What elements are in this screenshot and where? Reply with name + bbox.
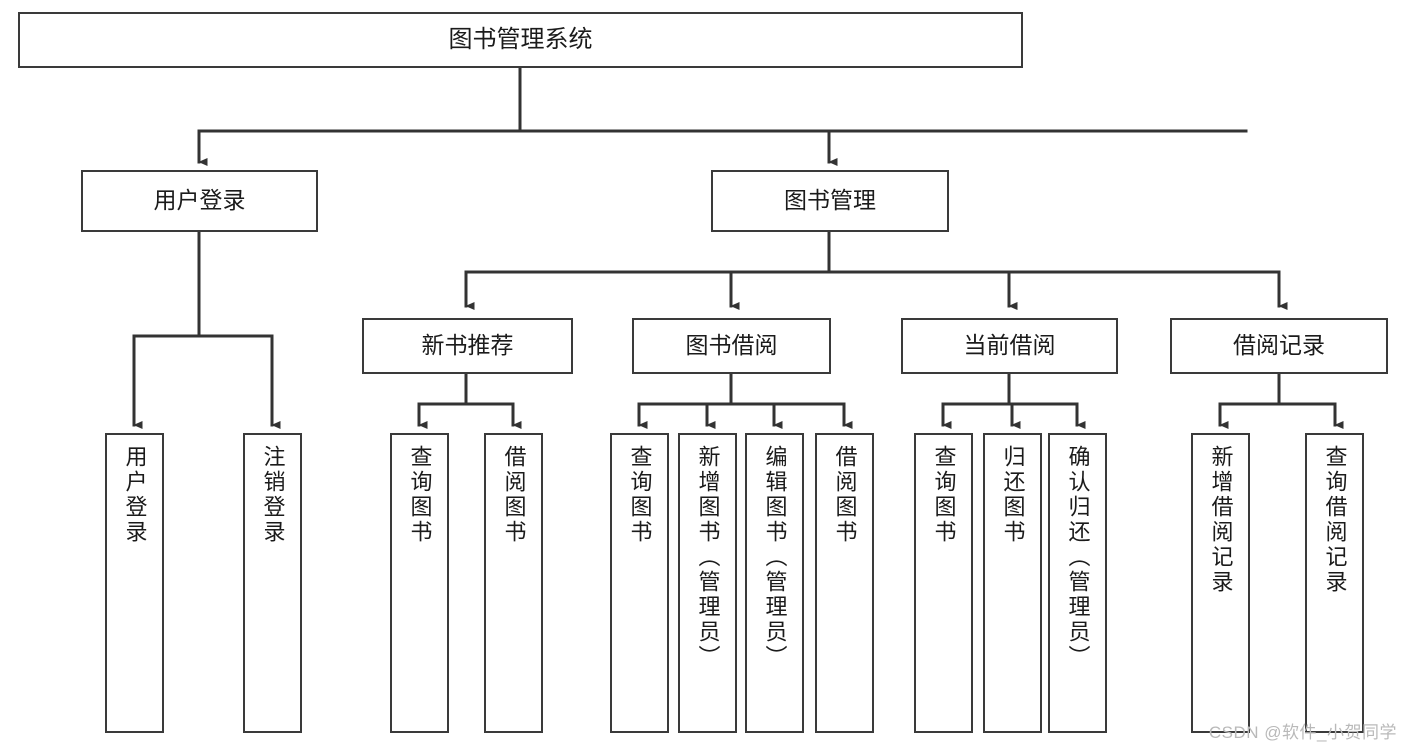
node-new-book-recommend-label: 新书推荐 xyxy=(421,332,514,359)
node-new-book-recommend[interactable]: 新书推荐 xyxy=(362,318,573,374)
node-leaf-edit-book-label: 编辑图书（管理员） xyxy=(762,445,788,670)
node-leaf-query-book-2[interactable]: 查询图书 xyxy=(610,433,669,733)
node-leaf-borrow-book-1-label: 借阅图书 xyxy=(501,445,527,545)
node-current-borrow[interactable]: 当前借阅 xyxy=(901,318,1118,374)
node-leaf-logout-label: 注销登录 xyxy=(260,445,286,545)
node-leaf-return-book[interactable]: 归还图书 xyxy=(983,433,1042,733)
node-book-manage-label: 图书管理 xyxy=(784,187,876,214)
node-leaf-query-book-3[interactable]: 查询图书 xyxy=(914,433,973,733)
node-leaf-return-book-label: 归还图书 xyxy=(1000,445,1026,545)
node-root[interactable]: 图书管理系统 xyxy=(18,12,1023,68)
node-leaf-user-login-label: 用户登录 xyxy=(122,445,148,545)
node-leaf-edit-book[interactable]: 编辑图书（管理员） xyxy=(745,433,804,733)
node-leaf-query-book-2-label: 查询图书 xyxy=(627,445,653,545)
node-root-label: 图书管理系统 xyxy=(448,25,593,53)
node-book-manage[interactable]: 图书管理 xyxy=(711,170,949,232)
node-leaf-borrow-book-2[interactable]: 借阅图书 xyxy=(815,433,874,733)
node-current-borrow-label: 当前借阅 xyxy=(963,332,1056,359)
node-user-login[interactable]: 用户登录 xyxy=(81,170,318,232)
node-leaf-query-book-1[interactable]: 查询图书 xyxy=(390,433,449,733)
node-leaf-query-book-1-label: 查询图书 xyxy=(407,445,433,545)
node-book-borrow[interactable]: 图书借阅 xyxy=(632,318,831,374)
node-borrow-record-label: 借阅记录 xyxy=(1233,332,1325,359)
node-leaf-add-book-label: 新增图书（管理员） xyxy=(695,445,721,670)
node-leaf-add-record-label: 新增借阅记录 xyxy=(1208,445,1234,595)
node-leaf-borrow-book-1[interactable]: 借阅图书 xyxy=(484,433,543,733)
node-leaf-query-record-label: 查询借阅记录 xyxy=(1322,445,1348,595)
node-leaf-user-login[interactable]: 用户登录 xyxy=(105,433,164,733)
node-leaf-confirm-return[interactable]: 确认归还（管理员） xyxy=(1048,433,1107,733)
node-leaf-query-book-3-label: 查询图书 xyxy=(931,445,957,545)
node-leaf-add-book[interactable]: 新增图书（管理员） xyxy=(678,433,737,733)
node-book-borrow-label: 图书借阅 xyxy=(685,332,778,359)
node-user-login-label: 用户登录 xyxy=(153,187,246,214)
csdn-watermark: CSDN @软件_小贺同学 xyxy=(1208,723,1397,742)
node-leaf-query-record[interactable]: 查询借阅记录 xyxy=(1305,433,1364,733)
node-leaf-logout[interactable]: 注销登录 xyxy=(243,433,302,733)
node-leaf-add-record[interactable]: 新增借阅记录 xyxy=(1191,433,1250,733)
node-leaf-confirm-return-label: 确认归还（管理员） xyxy=(1065,445,1091,670)
node-borrow-record[interactable]: 借阅记录 xyxy=(1170,318,1388,374)
node-leaf-borrow-book-2-label: 借阅图书 xyxy=(832,445,858,545)
